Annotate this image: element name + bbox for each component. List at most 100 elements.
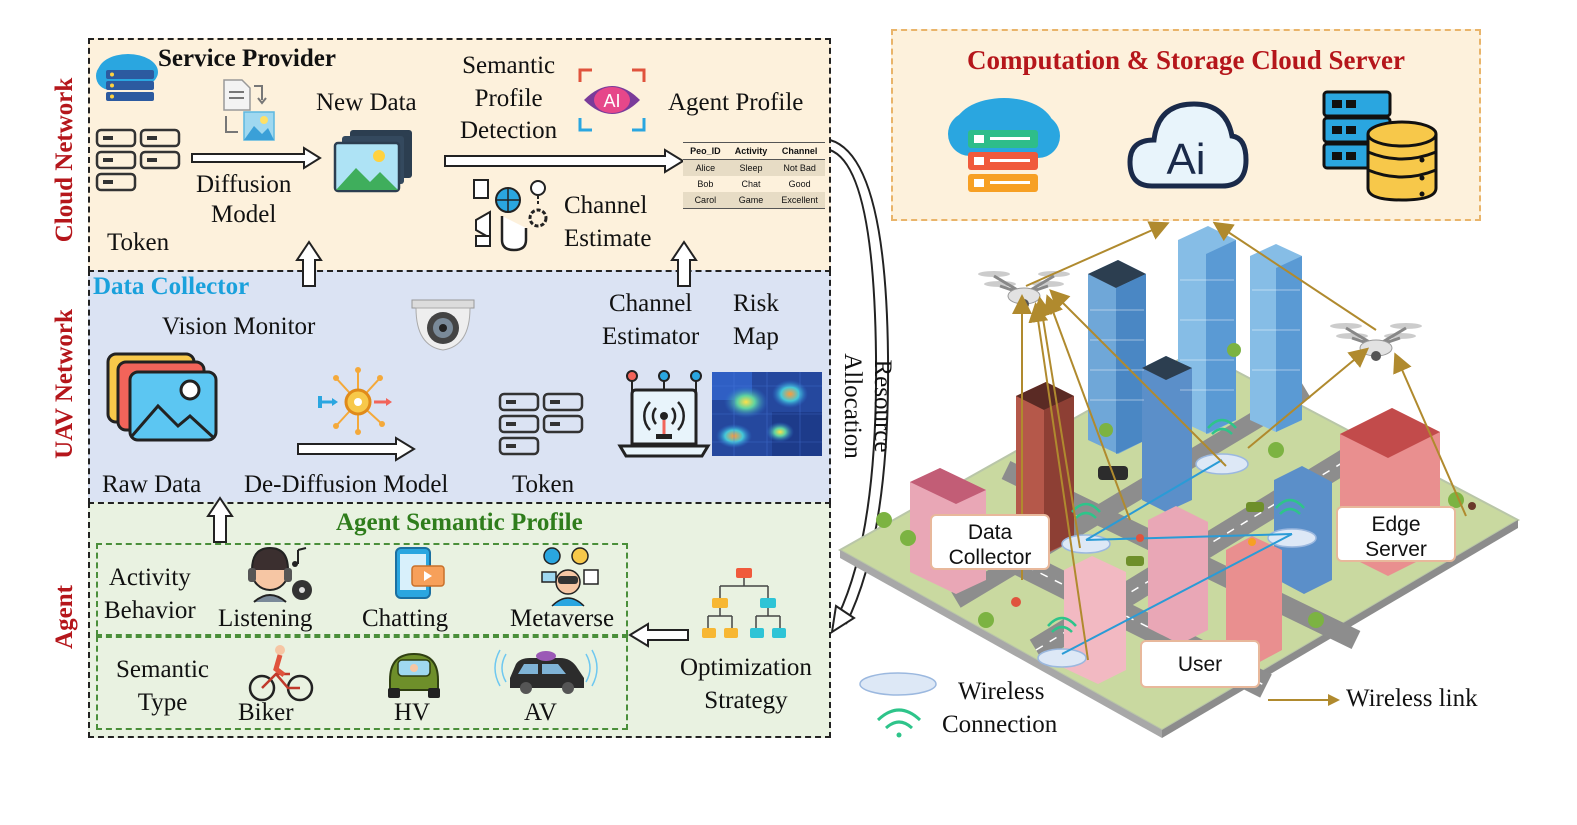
table-cell: Alice (695, 163, 716, 173)
biker-icon (248, 645, 314, 702)
ai-eye-icon: AI (578, 68, 646, 132)
wc-line1: Wireless (958, 678, 1045, 705)
table-row: Alice Sleep Not Bad (683, 159, 825, 176)
activity-line1: Activity (108, 564, 191, 591)
wifi-legend-icon (876, 708, 922, 738)
semantic-line1: Semantic (462, 52, 556, 79)
metaverse-vr-icon (541, 547, 599, 607)
document-to-image-icon (223, 79, 275, 141)
wireless-link-legend-label: Wireless link (1346, 685, 1478, 712)
table-cell: Not Bad (783, 163, 816, 173)
table-cell: Sleep (739, 163, 763, 173)
header-peo-id: Peo_ID (683, 142, 728, 160)
up-arrow-data-collector (295, 240, 323, 287)
semantic-type-label: Semantic Type (116, 654, 209, 719)
header-channel: Channel (774, 142, 825, 160)
raw-data-label: Raw Data (102, 471, 202, 498)
channel-estimator-label: Channel Estimator (602, 288, 699, 353)
de-diffusion-gear-icon (318, 367, 392, 435)
risk-map-label: Risk Map (733, 288, 779, 353)
token-icon (95, 128, 181, 192)
optimization-line2: Strategy (704, 686, 788, 714)
channel-line2: Estimate (564, 224, 652, 252)
semantic-line2: Profile (474, 84, 543, 112)
table-cell: Game (738, 195, 764, 205)
up-arrow-channel-estimator (670, 240, 698, 287)
channel-line1: Channel (564, 192, 648, 219)
activity-line2: Behavior (104, 596, 196, 624)
server-database-icon (1322, 90, 1438, 202)
listening-headphones-icon (248, 546, 312, 603)
arrow-optimization-to-profile (628, 622, 689, 648)
cloud-server-title: Computation & Storage Cloud Server (967, 45, 1405, 75)
semantic-type-line2: Type (137, 688, 188, 716)
wireless-connection-legend-label: Wireless Connection (942, 676, 1057, 741)
table-cell: Excellent (781, 195, 818, 205)
arrow-token-to-newdata (191, 146, 322, 170)
up-arrow-agent-to-uav (206, 496, 234, 543)
data-collector-callout: Data Collector (930, 514, 1050, 570)
hv-label: HV (394, 699, 431, 726)
diffusion-model-label: Diffusion Model (196, 170, 291, 230)
edge-line1: Edge (1371, 513, 1421, 536)
ai-cloud-text: Ai (1166, 135, 1205, 184)
token-label-uav: Token (512, 471, 575, 498)
metaverse-label: Metaverse (510, 605, 615, 632)
table-cell: Carol (694, 195, 717, 205)
agent-profile-table: Peo_ID Activity Channel Alice Sleep Not … (683, 142, 825, 209)
service-provider-label: Service Provider (158, 45, 336, 72)
arrow-rawdata-to-token (297, 436, 416, 462)
semantic-type-box (96, 636, 628, 730)
wc-line2: Connection (942, 710, 1058, 738)
optimization-hierarchy-icon (702, 568, 786, 638)
listening-label: Listening (218, 605, 313, 632)
table-row: Carol Game Excellent (683, 192, 825, 209)
ai-cloud-icon: Ai (1127, 101, 1249, 189)
biker-label: Biker (238, 699, 294, 726)
data-collector-title: Data Collector (93, 273, 250, 300)
token-icon-uav (498, 392, 584, 456)
diffusion-line2: Model (211, 201, 277, 228)
activity-behavior-label: Activity Behavior (104, 562, 196, 627)
agent-profile-label: Agent Profile (668, 89, 804, 116)
channel-estimator-laptop-icon (617, 370, 711, 458)
agent-band (88, 502, 831, 738)
av-car-icon (494, 649, 598, 694)
dc-line1: Data (967, 521, 1013, 544)
edge-server-callout: Edge Server (1336, 506, 1456, 562)
optimization-strategy-label: Optimization Strategy (680, 652, 812, 717)
optimization-line1: Optimization (680, 654, 812, 681)
risk-heat-map (712, 372, 822, 456)
ai-badge-text: AI (603, 91, 620, 111)
semantic-type-line1: Semantic (116, 656, 210, 683)
av-label: AV (524, 699, 557, 726)
risk-line1: Risk (733, 290, 779, 317)
new-data-image-icon (333, 130, 412, 193)
token-label-cloud: Token (107, 229, 170, 256)
hv-car-icon (388, 652, 440, 698)
server-cloud-icon (96, 54, 158, 101)
vision-monitor-label: Vision Monitor (162, 313, 316, 340)
table-cell: Chat (741, 179, 761, 189)
channel-estimator-line2: Estimator (602, 322, 700, 350)
channel-estimate-icon (473, 179, 548, 252)
diffusion-line1: Diffusion (196, 171, 292, 198)
cloud-storage-icon (948, 98, 1060, 192)
risk-line2: Map (733, 322, 779, 350)
header-activity: Activity (727, 142, 775, 160)
channel-estimator-line1: Channel (608, 290, 693, 317)
table-cell: Bob (697, 179, 714, 189)
table-row: Bob Chat Good (683, 176, 825, 192)
wireless-link-legend-arrow (1268, 694, 1340, 706)
edge-line2: Server (1365, 538, 1427, 562)
semantic-profile-detection-label: Semantic Profile Detection (460, 50, 557, 148)
agent-semantic-profile-title: Agent Semantic Profile (336, 509, 583, 536)
activity-behavior-box (96, 543, 628, 636)
de-diffusion-model-label: De-Diffusion Model (244, 471, 449, 498)
new-data-label: New Data (316, 89, 417, 116)
camera-icon (411, 299, 475, 351)
dc-line2: Collector (948, 546, 1032, 570)
semantic-line3: Detection (460, 117, 558, 144)
user-callout: User (1140, 640, 1260, 688)
